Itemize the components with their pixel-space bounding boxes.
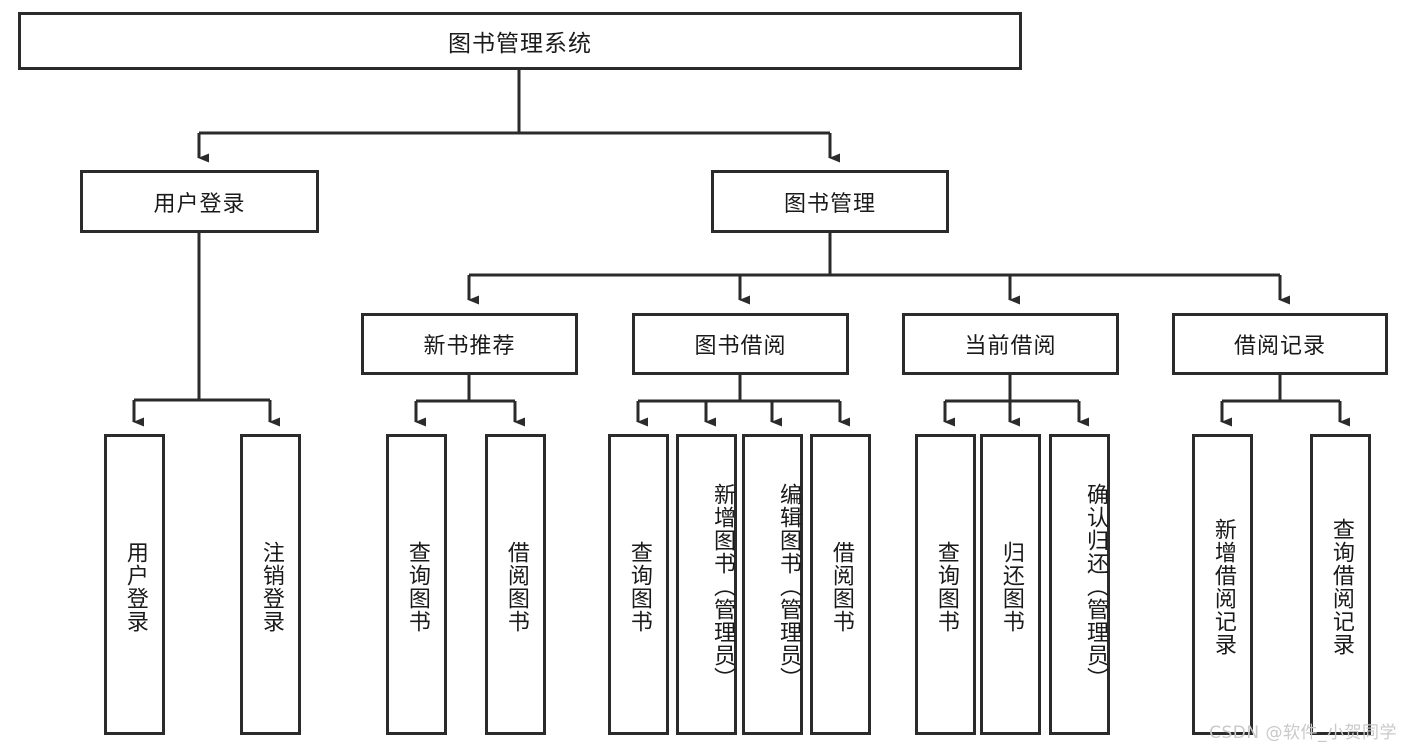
leaf-return-book[interactable]: 归还图书 bbox=[980, 434, 1041, 735]
leaf-query-borrow-record[interactable]: 查询借阅记录 bbox=[1310, 434, 1371, 735]
leaf-query-book-recommend[interactable]: 查询图书 bbox=[386, 434, 447, 735]
node-new-book-recommend[interactable]: 新书推荐 bbox=[361, 313, 578, 375]
node-book-management[interactable]: 图书管理 bbox=[711, 170, 949, 233]
leaf-user-login[interactable]: 用户登录 bbox=[104, 434, 165, 735]
leaf-borrow-book[interactable]: 借阅图书 bbox=[810, 434, 871, 735]
leaf-edit-book-admin[interactable]: 编辑图书（管理员） bbox=[742, 434, 803, 735]
leaf-borrow-book-recommend[interactable]: 借阅图书 bbox=[485, 434, 546, 735]
node-borrow-records[interactable]: 借阅记录 bbox=[1172, 313, 1388, 375]
leaf-query-book-borrow[interactable]: 查询图书 bbox=[608, 434, 669, 735]
leaf-confirm-return-admin[interactable]: 确认归还（管理员） bbox=[1049, 434, 1110, 735]
leaf-add-book-admin[interactable]: 新增图书（管理员） bbox=[676, 434, 737, 735]
leaf-query-book-current[interactable]: 查询图书 bbox=[915, 434, 976, 735]
node-book-borrow[interactable]: 图书借阅 bbox=[632, 313, 849, 375]
node-root-system[interactable]: 图书管理系统 bbox=[18, 12, 1022, 70]
node-current-borrow[interactable]: 当前借阅 bbox=[902, 313, 1119, 375]
node-user-login[interactable]: 用户登录 bbox=[80, 170, 319, 233]
leaf-logout-login[interactable]: 注销登录 bbox=[240, 434, 301, 735]
csdn-watermark: CSDN @软件_小贺同学 bbox=[1209, 723, 1397, 743]
leaf-add-borrow-record[interactable]: 新增借阅记录 bbox=[1192, 434, 1253, 735]
